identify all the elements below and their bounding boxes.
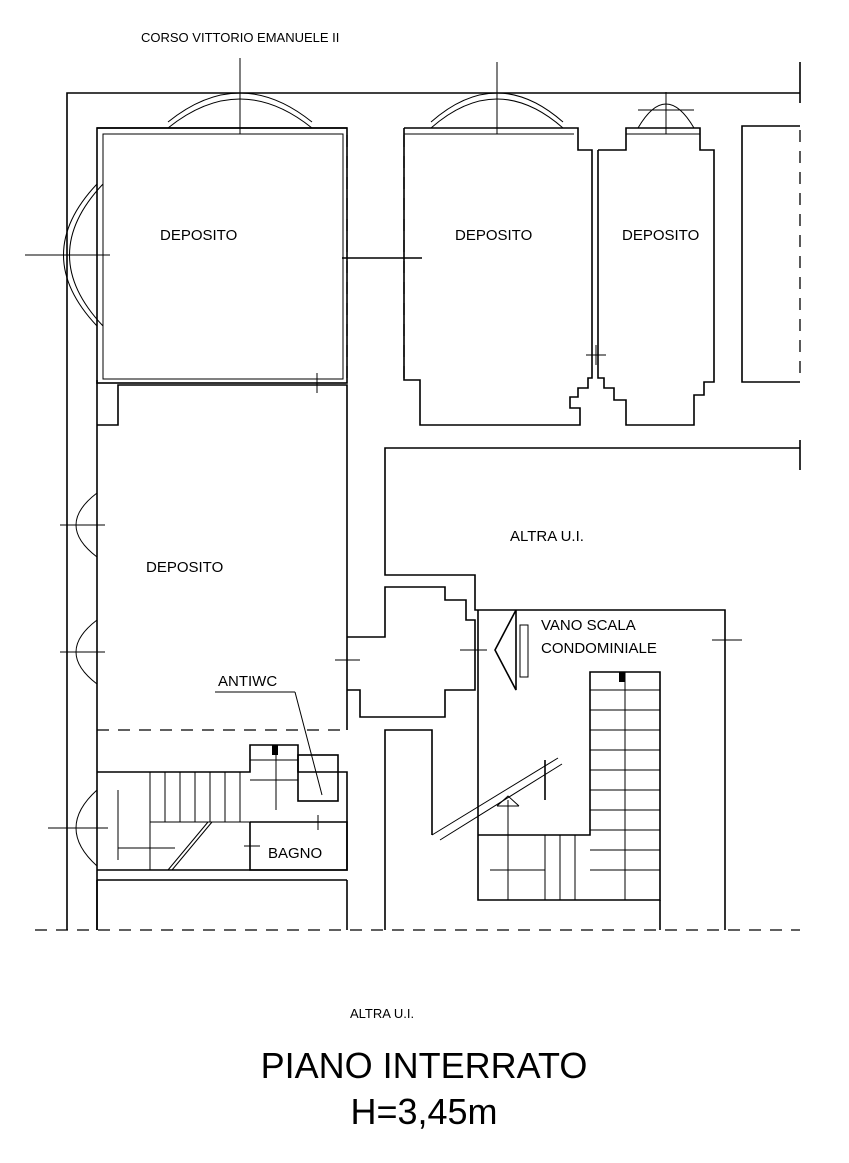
stair-arrow: [494, 609, 529, 691]
room-label-deposito-3: DEPOSITO: [622, 227, 699, 244]
altra-ui-walls: [384, 440, 801, 641]
window-top-3: [637, 92, 695, 134]
right-neighbor-walls: [741, 125, 801, 383]
street-label: CORSO VITTORIO EMANUELE II: [141, 30, 339, 45]
lower-corridor-walls: [384, 729, 563, 930]
window-left-mid-1: [60, 492, 105, 558]
plan-title: PIANO INTERRATO: [261, 1045, 588, 1086]
window-top-2: [430, 62, 564, 134]
deposito-top-right-walls: [597, 127, 715, 426]
plan-height: H=3,45m: [350, 1091, 497, 1132]
room-label-altra-ui: ALTRA U.I.: [510, 528, 584, 545]
corridor-walls: [335, 586, 487, 718]
deposito-middle-left-walls: [97, 384, 348, 731]
room-label-condominiale: CONDOMINIALE: [541, 640, 657, 657]
outer-walls: [66, 62, 801, 930]
bagno-walls: [244, 815, 348, 871]
room-label-bagno: BAGNO: [268, 845, 322, 862]
deposito-top-left-walls: [96, 127, 348, 384]
deposito-top-middle-walls: [403, 127, 593, 426]
room-label-antiwc: ANTIWC: [218, 673, 277, 690]
room-label-deposito-4: DEPOSITO: [146, 559, 223, 576]
door-markers: [316, 345, 606, 393]
window-left-top: [25, 183, 110, 327]
bottom-left-stairs: [97, 744, 348, 871]
room-label-vano-scala: VANO SCALA: [541, 617, 636, 634]
window-left-mid-2: [60, 619, 105, 685]
room-label-altra-ui-bottom: ALTRA U.I.: [350, 1006, 414, 1021]
antiwc-leader-line: [294, 691, 323, 796]
room-label-deposito-2: DEPOSITO: [455, 227, 532, 244]
vano-scala-stairs: [477, 610, 661, 901]
room-label-deposito-1: DEPOSITO: [160, 227, 237, 244]
window-top-1: [167, 58, 313, 134]
window-left-bottom: [48, 789, 108, 867]
passage-dashed: [342, 135, 422, 380]
bottom-boundary: [35, 640, 800, 931]
